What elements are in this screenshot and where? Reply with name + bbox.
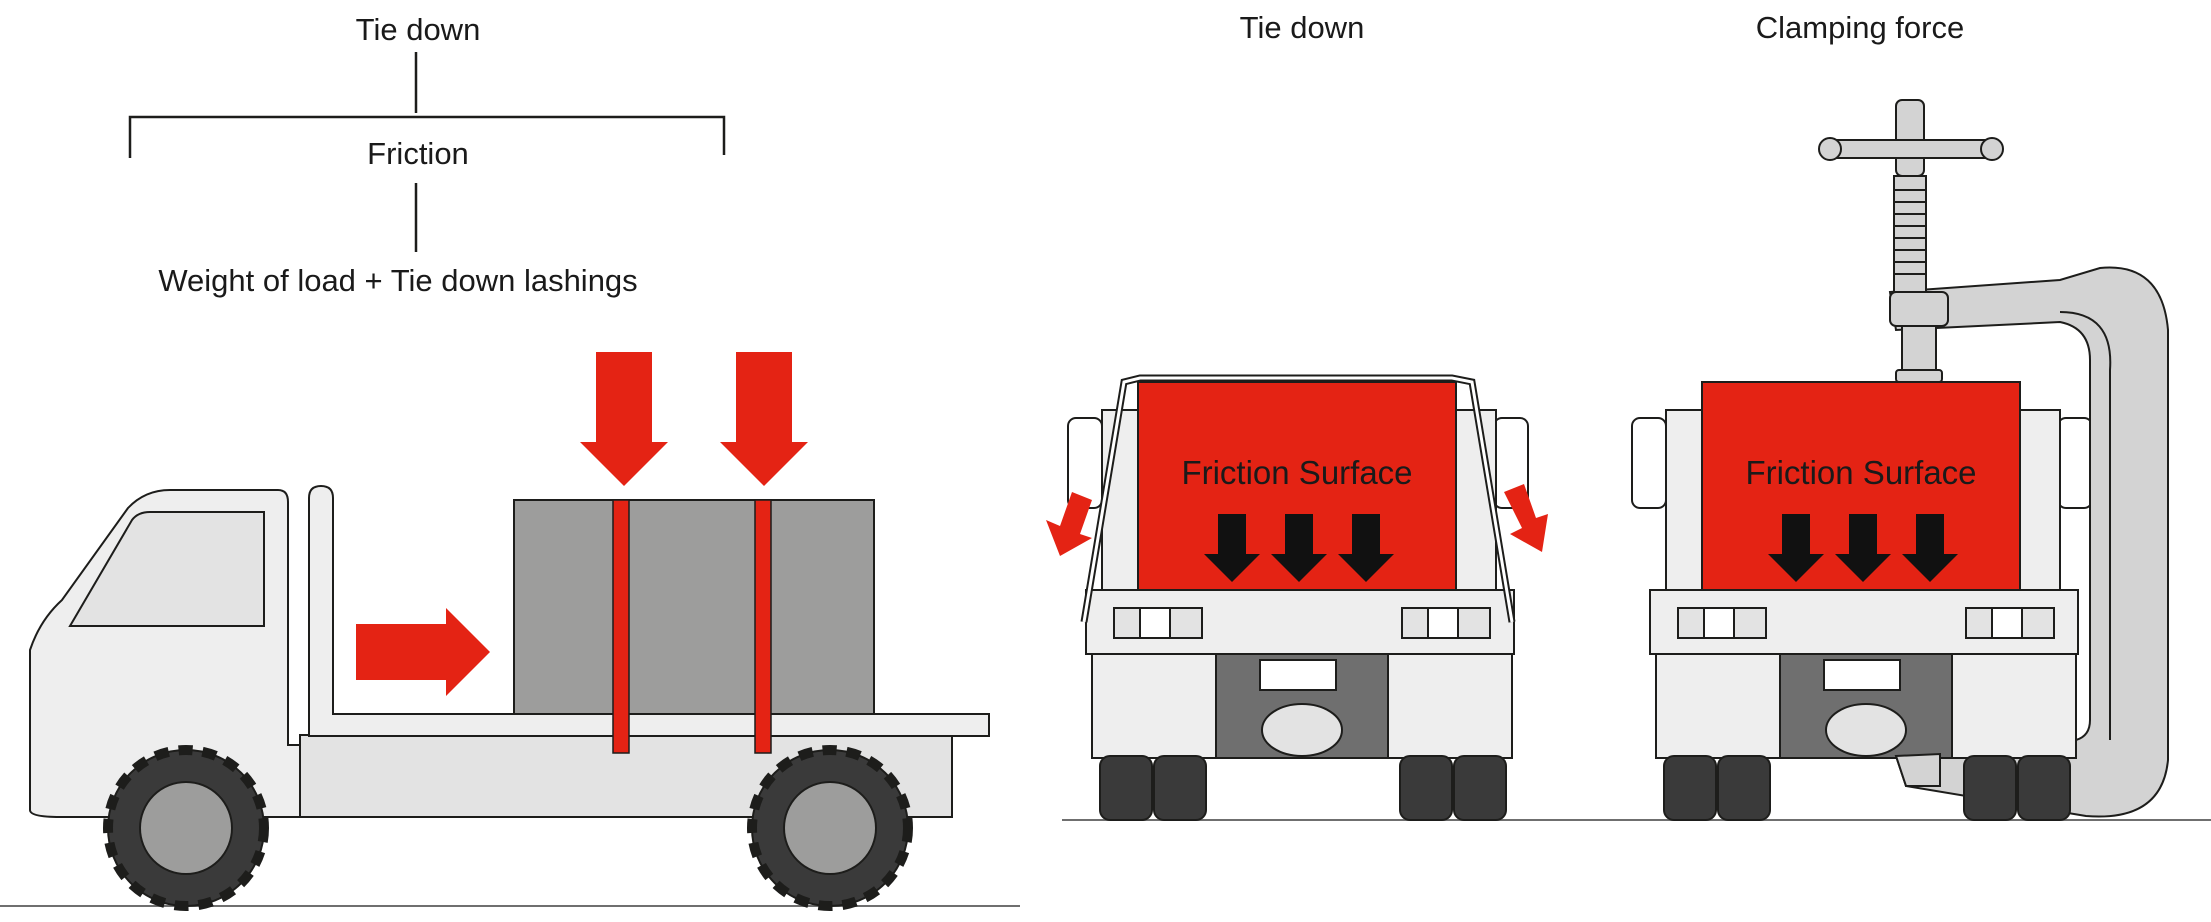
lashing-strap-2 (754, 499, 772, 754)
right-tail-lights (1965, 607, 2055, 639)
tire (1663, 755, 1717, 821)
left-mudguard (1655, 653, 1781, 759)
c-clamp-inner-edge (2059, 311, 2112, 740)
tension-arrow-right (1504, 484, 1548, 552)
friction-arrow-3 (1338, 514, 1394, 582)
hierarchy-bracket (128, 115, 726, 158)
tire (1399, 755, 1453, 821)
rear-wheel (747, 745, 913, 911)
lashing-strap-1 (612, 499, 630, 754)
friction-arrow-2 (1835, 514, 1891, 582)
friction-arrow-1 (1768, 514, 1824, 582)
right-mudguard (1951, 653, 2077, 759)
lashing-strap-inner (1082, 376, 1514, 623)
c-clamp-lower-jaw (1894, 752, 1941, 787)
friction-arrow-3 (1902, 514, 1958, 582)
tension-arrow-left (1046, 492, 1092, 556)
down-force-arrow-1 (580, 352, 668, 486)
truck-headboard-and-bed (308, 484, 990, 737)
left-tail-lights (1113, 607, 1203, 639)
right-mudguard (1387, 653, 1513, 759)
side-view-title: Tie down (356, 12, 481, 47)
left-mirror (1631, 417, 1667, 509)
left-mudguard (1091, 653, 1217, 759)
left-tail-lights (1677, 607, 1767, 639)
right-mirror (2057, 417, 2093, 509)
weight-lashings-label: Weight of load + Tie down lashings (158, 263, 637, 298)
friction-arrow-2 (1271, 514, 1327, 582)
tire (1153, 755, 1207, 821)
rear-tie-down-title: Tie down (1240, 10, 1365, 45)
rear-tie-down-diagram: Tie down Friction Surface (1046, 10, 2211, 821)
tire (1717, 755, 1771, 821)
differential (1825, 703, 1907, 757)
license-plate (1823, 659, 1901, 691)
cab-window (68, 511, 265, 627)
tire (1453, 755, 1507, 821)
tire (1963, 755, 2017, 821)
cargo-load (513, 499, 875, 715)
clamp-handle (1819, 139, 2003, 159)
license-plate (1259, 659, 1337, 691)
c-clamp-frame (1888, 266, 2169, 818)
down-force-arrow-2 (720, 352, 808, 486)
right-tail-lights (1401, 607, 1491, 639)
front-wheel (103, 745, 269, 911)
inertia-force-arrow (356, 608, 490, 696)
differential (1261, 703, 1343, 757)
tire (2017, 755, 2071, 821)
clamping-force-title: Clamping force (1756, 10, 1964, 45)
tire (1099, 755, 1153, 821)
friction-surface-label: Friction Surface (1745, 454, 1976, 491)
friction-surface-label: Friction Surface (1181, 454, 1412, 491)
friction-arrow-1 (1204, 514, 1260, 582)
side-view-diagram: Tie down Friction Weight of load + Tie d… (0, 12, 1020, 911)
clamp-screw (1818, 99, 2004, 383)
rear-clamping-diagram: Clamping force Friction Surface (1631, 10, 2169, 821)
friction-label: Friction (367, 136, 469, 171)
